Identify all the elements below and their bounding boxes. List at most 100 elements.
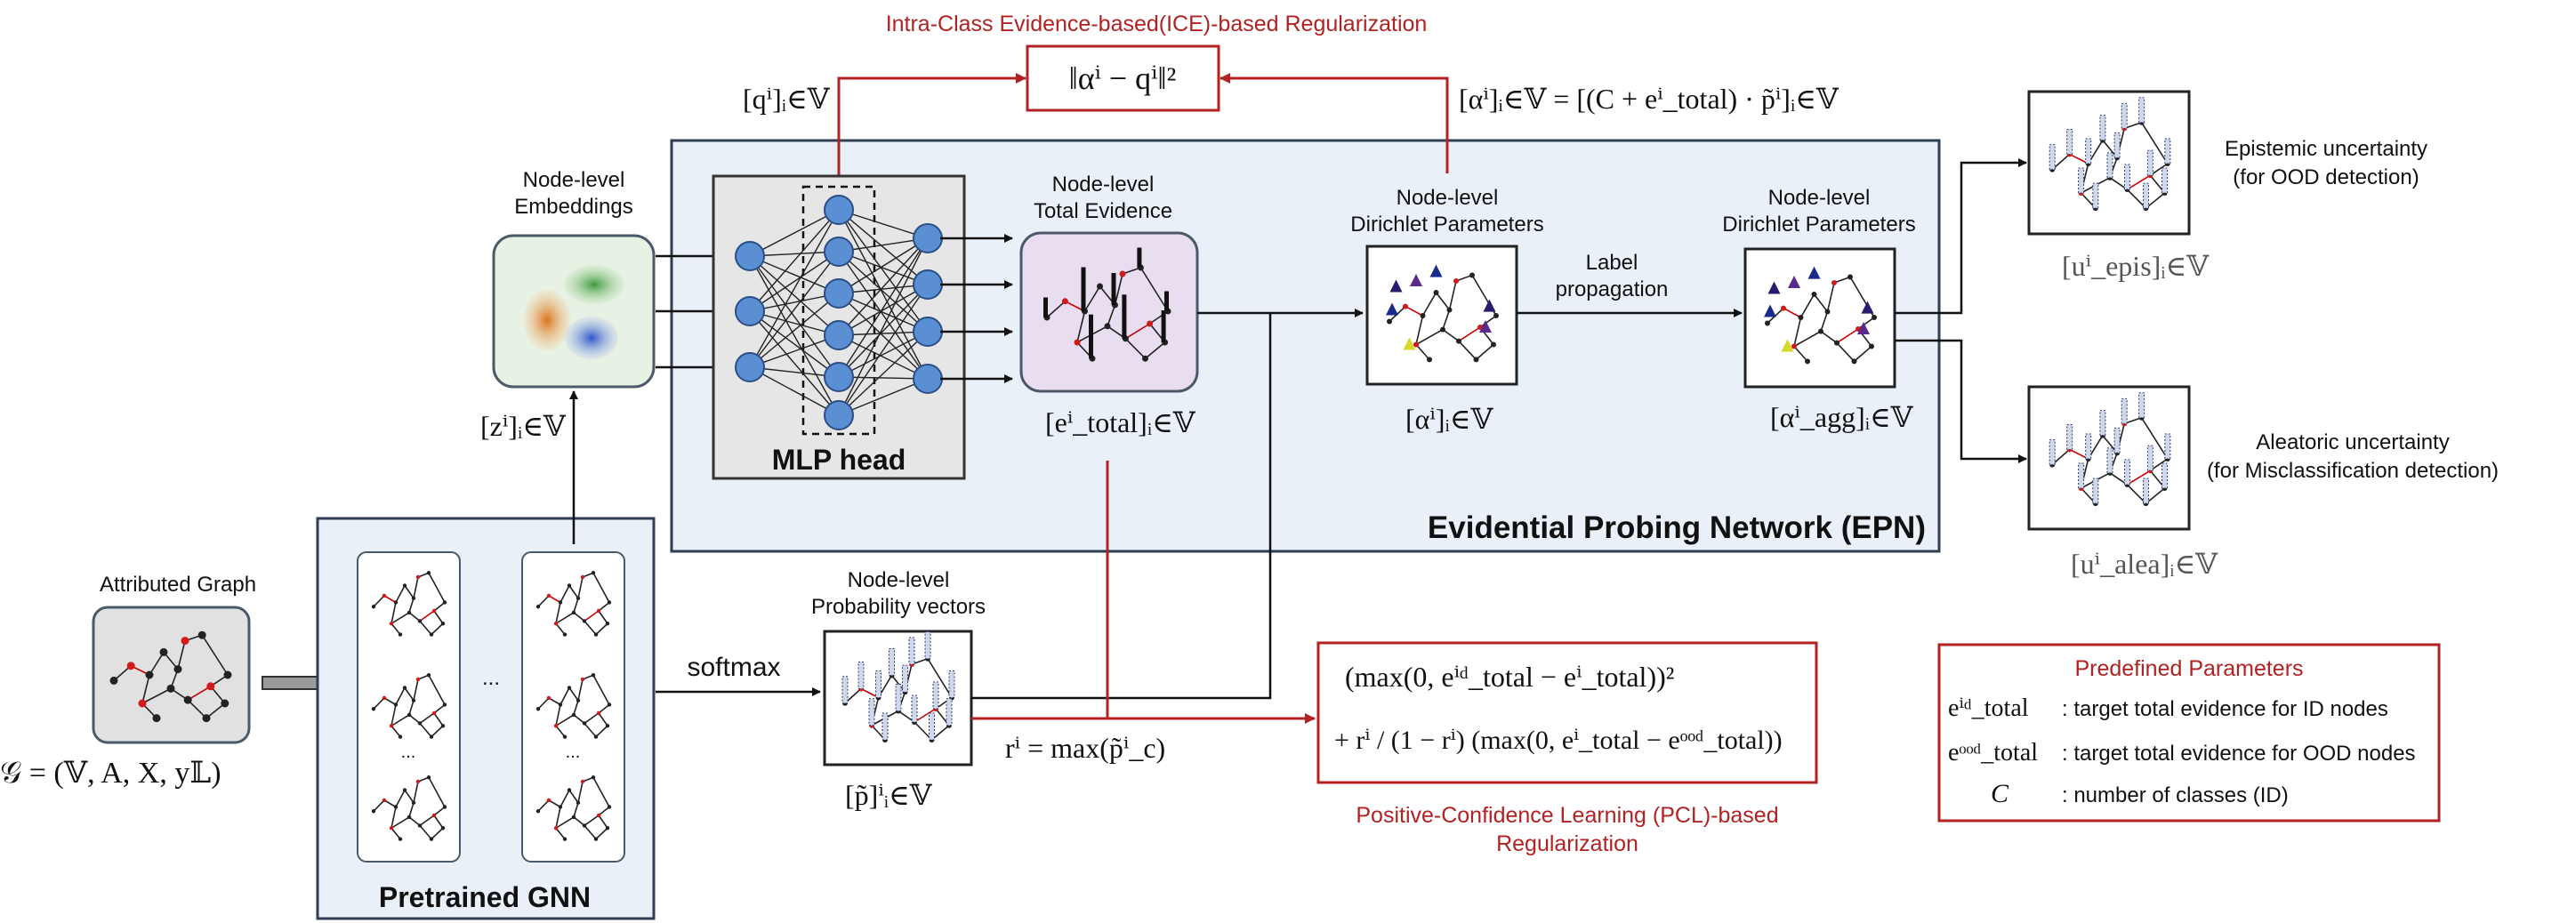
graph-edge (555, 725, 566, 738)
param-desc-id: : target total evidence for ID nodes (2062, 697, 2388, 721)
graph-node (181, 637, 189, 646)
graph-node (1798, 315, 1804, 320)
graph-node (415, 574, 421, 580)
graph-edge (537, 595, 550, 607)
embeddings-label-2: Embeddings (514, 195, 632, 219)
graph-edge (1046, 301, 1066, 318)
mlp-neuron (824, 400, 854, 430)
dirichlet2-graph-image (1764, 266, 1877, 365)
graph-node (1869, 343, 1874, 349)
graph-edge (568, 790, 579, 804)
param-symbol-c: C (1991, 779, 2009, 808)
graph-node (398, 632, 403, 637)
dirichlet-marker (1389, 279, 1403, 293)
graph-edge (555, 714, 575, 726)
graph-node (558, 600, 563, 605)
probability-stack (2164, 138, 2171, 165)
graph-edge (419, 620, 432, 636)
graph-node (535, 605, 541, 609)
embeddings-label-1: Node-level (523, 168, 625, 192)
graph-node (1818, 328, 1823, 334)
mlp-neuron (913, 223, 943, 253)
graph-edge (1799, 293, 1815, 318)
z-label: [zⁱ]ᵢ∈𝕍 (480, 410, 567, 442)
graph-edge (408, 612, 421, 622)
prob-var: [p̃]ⁱᵢ∈𝕍 (845, 779, 933, 811)
probability-stack (2143, 478, 2149, 504)
graph-edge (1820, 330, 1838, 344)
aleatoric-box (2027, 385, 2191, 531)
graph-edge (390, 704, 397, 726)
graph-edge (537, 799, 550, 812)
mlp-edge (838, 293, 929, 380)
graph-node (558, 805, 563, 809)
graph-node (1847, 274, 1853, 280)
graph-node (553, 622, 559, 626)
prob-label-1: Node-level (848, 568, 950, 592)
graph-node (567, 686, 572, 690)
graph-node (417, 619, 423, 623)
dirichlet1-label-1: Node-level (1397, 186, 1499, 210)
evidence-bar (1122, 294, 1127, 339)
probability-stack (2143, 182, 2149, 209)
graph-edge (592, 776, 610, 807)
probability-stack (881, 712, 889, 741)
graph-edge (383, 595, 397, 604)
graph-edge (559, 790, 570, 807)
graph-node (1811, 292, 1817, 297)
dirichlet-marker (1767, 281, 1781, 294)
graph-edge (177, 640, 186, 670)
graph-node (553, 826, 559, 831)
graph-edge (555, 612, 575, 624)
graph-edge (390, 816, 410, 829)
graph-node (393, 600, 398, 605)
graph-edge (433, 610, 444, 624)
evidence-label-2: Total Evidence (1034, 199, 1172, 223)
graph-edge (419, 815, 435, 827)
pcl-title-2: Regularization (1496, 831, 1638, 856)
graph-node (1413, 341, 1419, 348)
graph-node (393, 805, 398, 809)
graph-edge (390, 602, 397, 624)
graph-node (431, 608, 437, 614)
graph-node (389, 826, 394, 831)
graph-node (571, 610, 576, 615)
mlp-edge (749, 209, 840, 368)
probability-stack (868, 698, 875, 726)
graph-edge (573, 700, 579, 716)
graph-edge (598, 703, 610, 714)
graph-edge (1144, 341, 1166, 359)
graph-edge (1442, 309, 1451, 330)
dirichlet2-var: [αⁱ_agg]ᵢ∈𝕍 (1770, 401, 1914, 433)
ice-formula: ‖αⁱ − qⁱ‖² (1069, 60, 1177, 96)
graph-edge (584, 824, 597, 840)
graph-node (126, 662, 135, 670)
graph-node (402, 686, 407, 690)
graph-node (1097, 283, 1103, 290)
graph-node (576, 800, 581, 805)
dirichlet1-var: [αⁱ]ᵢ∈𝕍 (1405, 403, 1493, 435)
mlp-edge (749, 366, 840, 416)
graph-edge (395, 687, 406, 705)
graph-edge (373, 697, 385, 710)
mlp-edge (838, 237, 929, 378)
graph-edge (2126, 484, 2147, 504)
dirichlet-marker (1861, 301, 1874, 314)
graph-edge (413, 781, 419, 803)
graph-edge (577, 781, 584, 803)
mlp-edge (838, 284, 929, 378)
graph-edge (383, 697, 397, 706)
mlp-head-label: MLP head (772, 444, 906, 476)
graph-edge (555, 622, 566, 636)
mlp-edge (838, 331, 929, 378)
graph-edge (1124, 338, 1147, 359)
graph-edge (2126, 189, 2147, 209)
graph-edge (592, 674, 610, 705)
graph-node (582, 619, 587, 623)
graph-node (1403, 303, 1408, 309)
probability-stack (2113, 132, 2121, 158)
e-total-label: [eⁱ_total]ᵢ∈𝕍 (1045, 406, 1196, 438)
graph-edge (2127, 470, 2151, 486)
gnn-dots-vertical-2: ... (566, 742, 581, 762)
probability-stack (932, 681, 939, 710)
